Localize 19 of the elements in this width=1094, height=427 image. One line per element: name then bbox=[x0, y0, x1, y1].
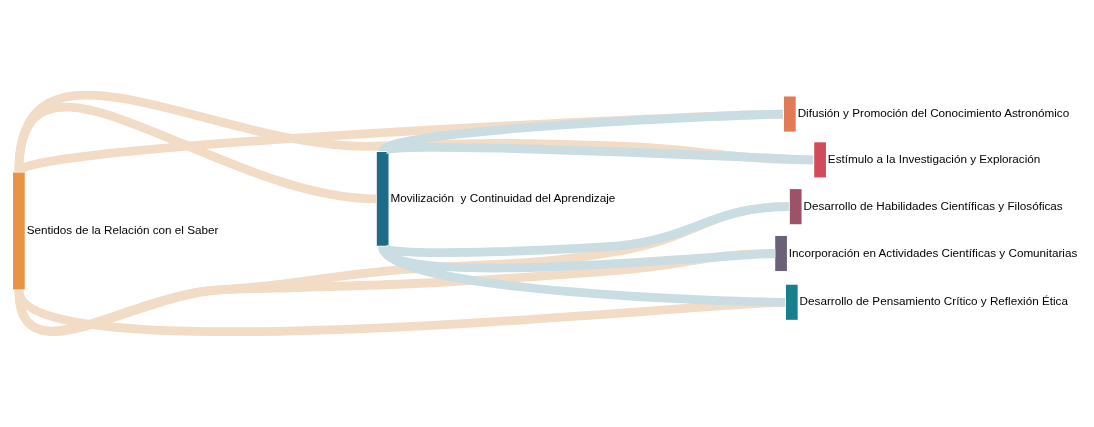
node-box bbox=[376, 152, 389, 246]
connector bbox=[379, 244, 786, 307]
connector bbox=[14, 103, 377, 204]
node-label: Desarrollo de Pensamiento Crítico y Reflexión Ética bbox=[799, 294, 1068, 308]
node-label: Incorporación en Actividades Científicas y Comunitarias bbox=[788, 245, 1078, 259]
node-label: Sentidos de la Relación con el Saber bbox=[26, 223, 219, 237]
connector bbox=[14, 202, 789, 336]
node-box bbox=[789, 189, 802, 225]
node-box bbox=[13, 172, 25, 290]
node-label: Movilización y Continuidad del Aprendizaje bbox=[390, 190, 616, 204]
node-label: Estímulo a la Investigación y Exploración bbox=[827, 151, 1041, 165]
connector bbox=[14, 91, 814, 173]
connector bbox=[381, 143, 814, 165]
node-box bbox=[775, 235, 787, 272]
node-box bbox=[784, 96, 796, 132]
node-label: Desarrollo de Habilidades Científicas y Filosóficas bbox=[803, 198, 1063, 212]
node-box bbox=[785, 284, 798, 320]
node-label: Difusión y Promoción del Conocimiento Astronómico bbox=[797, 106, 1070, 120]
node-box bbox=[814, 142, 826, 178]
